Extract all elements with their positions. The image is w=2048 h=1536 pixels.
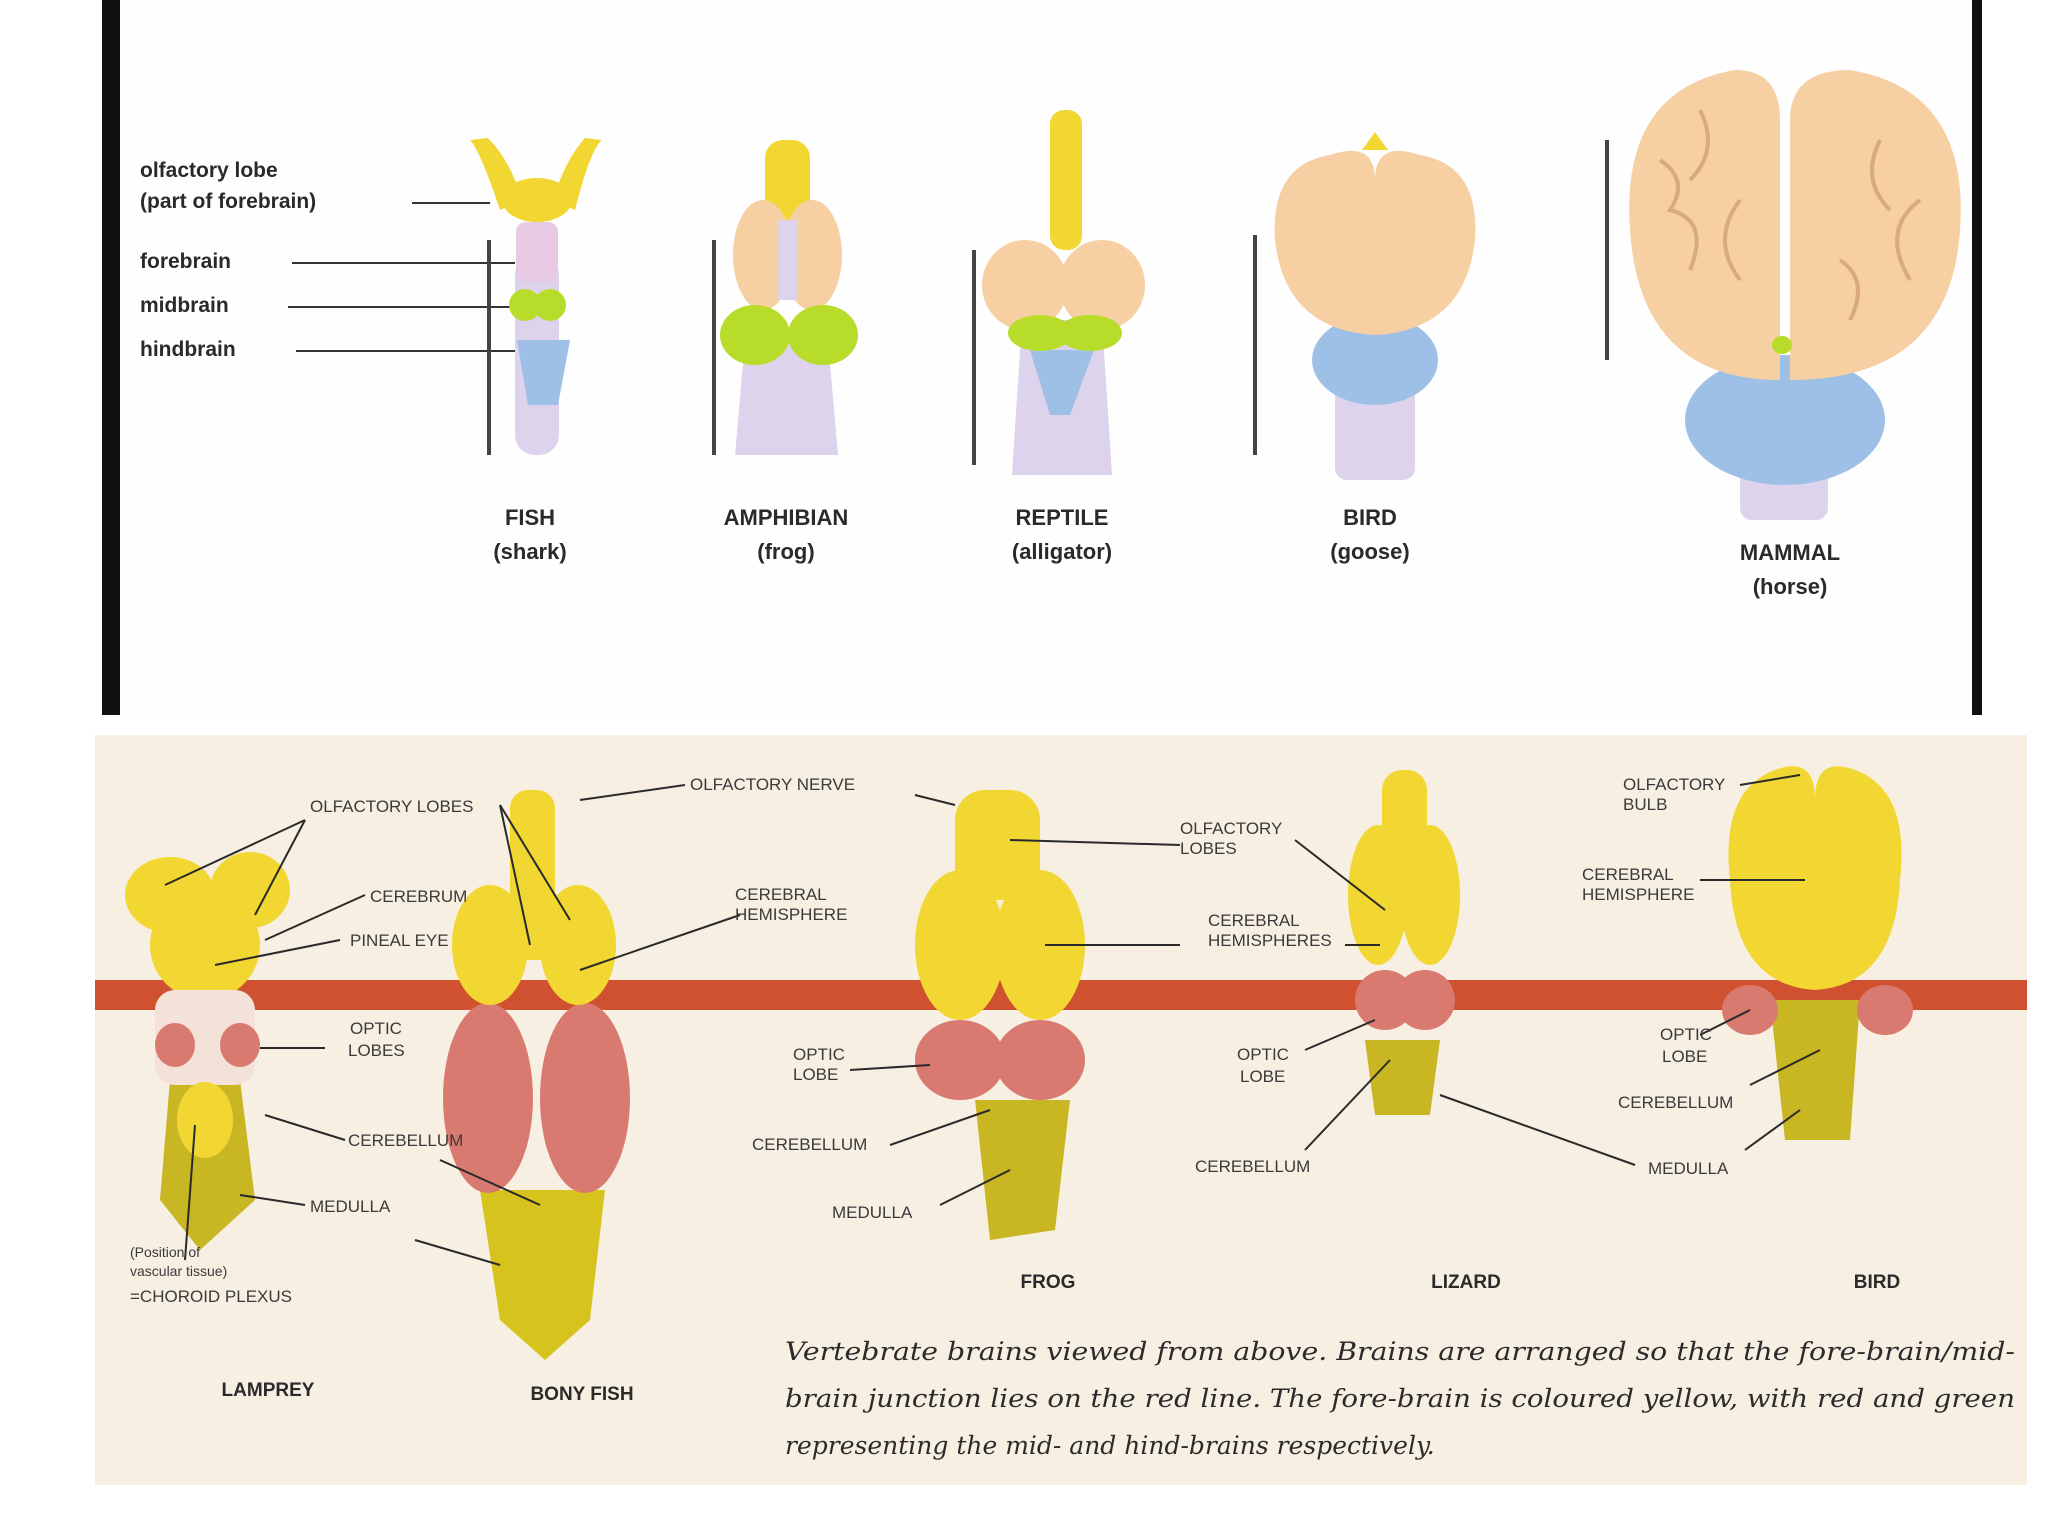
brain-lizard xyxy=(1348,770,1460,1115)
top-legend-labels: olfactory lobe (part of forebrain) foreb… xyxy=(140,159,535,361)
brain-lamprey xyxy=(125,852,290,1250)
label-pineal-eye: PINEAL EYE xyxy=(350,931,449,950)
top-species-labels: FISH (shark) AMPHIBIAN (frog) REPTILE (a… xyxy=(493,505,1840,599)
label-olfactory-bulb-2: BULB xyxy=(1623,795,1667,814)
label-cerebral-hemisphere-fish-1: CEREBRAL xyxy=(735,885,827,904)
label-optic-lobe-lizard-1: OPTIC xyxy=(1237,1045,1289,1064)
label-optic-lobes-1: OPTIC xyxy=(350,1019,402,1038)
label-cerebral-hemispheres-1: CEREBRAL xyxy=(1208,911,1300,930)
label-olfactory-lobes-frog-1: OLFACTORY xyxy=(1180,819,1282,838)
label-optic-lobe-bird-1: OPTIC xyxy=(1660,1025,1712,1044)
species-name-reptile: REPTILE xyxy=(1016,505,1109,530)
species-common-amphibian: (frog) xyxy=(757,539,814,564)
label-medulla-lamprey: MEDULLA xyxy=(310,1197,391,1216)
figure-caption: Vertebrate brains viewed from above. Bra… xyxy=(785,1337,2015,1460)
label-optic-lobe-frog-1: OPTIC xyxy=(793,1045,845,1064)
label-forebrain: forebrain xyxy=(140,250,231,273)
credit-marks xyxy=(487,140,1609,465)
species-name-amphibian: AMPHIBIAN xyxy=(724,505,849,530)
brain-shark xyxy=(470,138,602,455)
label-choroid-2: vascular tissue) xyxy=(130,1263,227,1279)
label-cerebrum: CEREBRUM xyxy=(370,887,467,906)
species-name-fish: FISH xyxy=(505,505,555,530)
brain-frog-bottom xyxy=(915,790,1085,1240)
brain-goose xyxy=(1274,132,1476,480)
species-lizard: LIZARD xyxy=(1431,1272,1501,1293)
species-frog: FROG xyxy=(1021,1272,1076,1293)
label-choroid-3: =CHOROID PLEXUS xyxy=(130,1287,292,1306)
label-optic-lobe-lizard-2: LOBE xyxy=(1240,1067,1285,1086)
label-cerebellum-lizard: CEREBELLUM xyxy=(1195,1157,1310,1176)
brain-bird-bottom xyxy=(1722,766,1913,1140)
species-name-bird: BIRD xyxy=(1343,505,1397,530)
label-optic-lobes-2: LOBES xyxy=(348,1041,405,1060)
brain-bony-fish xyxy=(443,790,630,1360)
species-name-mammal: MAMMAL xyxy=(1740,540,1840,565)
bottom-labels: OLFACTORY LOBES CEREBRUM PINEAL EYE OPTI… xyxy=(130,775,1733,1306)
label-cerebral-hemispheres-2: HEMISPHERES xyxy=(1208,931,1332,950)
label-olfactory-lobe: olfactory lobe xyxy=(140,159,278,182)
label-hindbrain: hindbrain xyxy=(140,338,236,361)
label-olfactory-lobes-frog-2: LOBES xyxy=(1180,839,1237,858)
caption-line-2: brain junction lies on the red line. The… xyxy=(785,1384,2015,1413)
label-olfactory-lobes: OLFACTORY LOBES xyxy=(310,797,473,816)
label-optic-lobe-bird-2: LOBE xyxy=(1662,1047,1707,1066)
label-olfactory-nerve: OLFACTORY NERVE xyxy=(690,775,855,794)
bottom-leader-lines xyxy=(164,774,1821,1266)
label-cerebellum-lamprey: CEREBELLUM xyxy=(348,1131,463,1150)
brain-horse xyxy=(1629,70,1961,520)
label-cerebral-hemisphere-bird-2: HEMISPHERE xyxy=(1582,885,1694,904)
species-common-reptile: (alligator) xyxy=(1012,539,1112,564)
species-lamprey: LAMPREY xyxy=(222,1380,315,1401)
species-common-mammal: (horse) xyxy=(1753,574,1828,599)
label-cerebellum-frog: CEREBELLUM xyxy=(752,1135,867,1154)
species-common-bird: (goose) xyxy=(1330,539,1409,564)
species-bird: BIRD xyxy=(1854,1272,1900,1293)
label-olfactory-bulb-1: OLFACTORY xyxy=(1623,775,1725,794)
brain-alligator xyxy=(982,110,1145,475)
label-cerebral-hemisphere-bird-1: CEREBRAL xyxy=(1582,865,1674,884)
label-cerebral-hemisphere-fish-2: HEMISPHERE xyxy=(735,905,847,924)
label-medulla-frog: MEDULLA xyxy=(832,1203,913,1222)
label-choroid-1: (Position of xyxy=(130,1244,200,1260)
label-optic-lobe-frog-2: LOBE xyxy=(793,1065,838,1084)
label-medulla-bird: MEDULLA xyxy=(1648,1159,1729,1178)
species-common-fish: (shark) xyxy=(493,539,566,564)
label-midbrain: midbrain xyxy=(140,294,229,317)
bottom-species-labels: LAMPREY BONY FISH FROG LIZARD BIRD xyxy=(222,1272,1901,1405)
label-olfactory-lobe-note: (part of forebrain) xyxy=(140,190,316,213)
caption-line-1: Vertebrate brains viewed from above. Bra… xyxy=(785,1337,2015,1366)
species-bony-fish: BONY FISH xyxy=(530,1384,633,1405)
brain-frog xyxy=(720,140,858,455)
label-cerebellum-bird: CEREBELLUM xyxy=(1618,1093,1733,1112)
caption-line-3: representing the mid- and hind-brains re… xyxy=(785,1431,1435,1460)
